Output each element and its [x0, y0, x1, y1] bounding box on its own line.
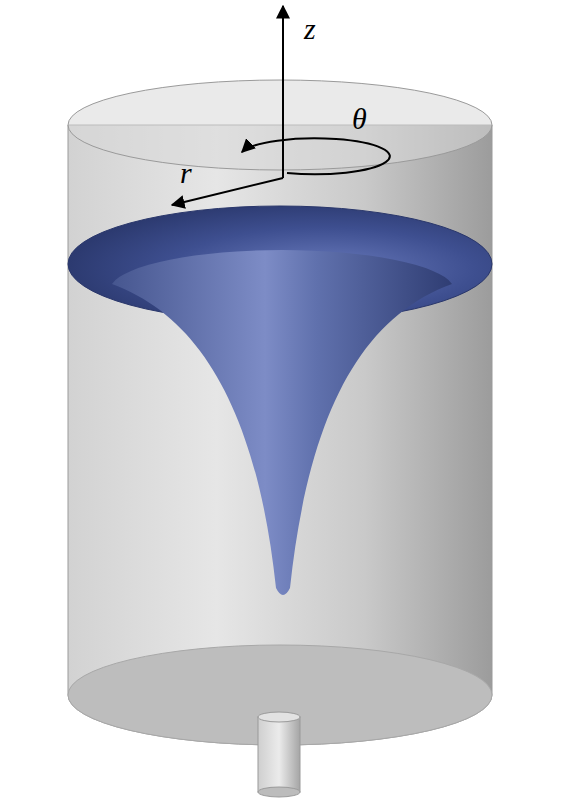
- axis-label: z: [304, 14, 316, 44]
- z-axis: [282, 6, 284, 178]
- vortex-funnel: [112, 250, 452, 595]
- outlet-bottom: [258, 787, 300, 797]
- axis-label: r: [180, 158, 192, 188]
- theta-arrow: [242, 138, 390, 174]
- axis-label: θ: [352, 104, 367, 134]
- outlet-pipe: [258, 717, 300, 792]
- tank-wall: [68, 125, 492, 745]
- tank-top: [68, 80, 492, 170]
- outlet-top: [258, 712, 300, 722]
